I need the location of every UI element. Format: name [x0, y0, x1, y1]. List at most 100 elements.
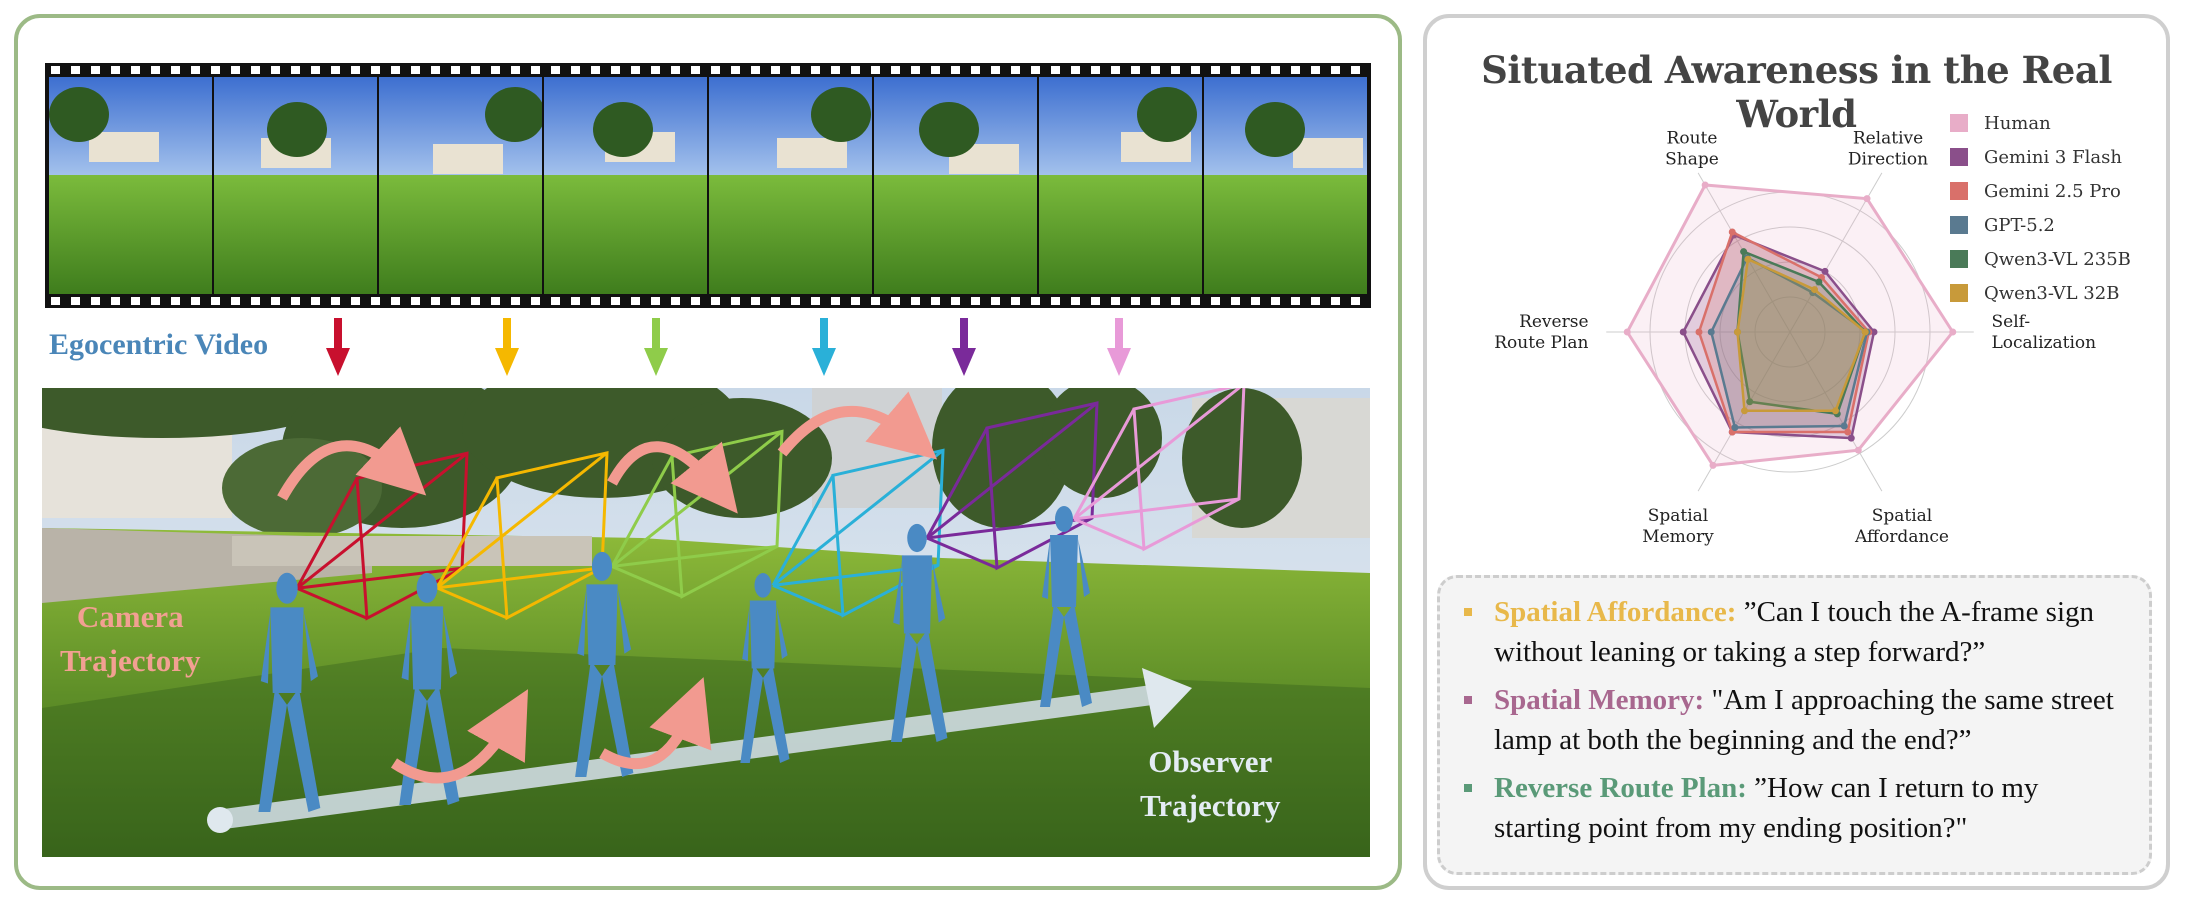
sprocket-hole	[311, 297, 320, 305]
human-figure	[740, 573, 790, 763]
sprocket-hole	[511, 297, 520, 305]
sprocket-hole	[451, 66, 460, 74]
sprocket-hole	[1311, 66, 1320, 74]
sprocket-hole	[1191, 297, 1200, 305]
axis-label-line: Reverse	[1519, 312, 1588, 332]
sprocket-hole	[111, 297, 120, 305]
down-arrow-icon	[326, 318, 350, 376]
example-question: Spatial Memory: "Am I approaching the sa…	[1464, 680, 2129, 760]
sprocket-hole	[491, 66, 500, 74]
sprocket-hole	[411, 297, 420, 305]
question-text: ”Can I touch the A-frame sign without le…	[1494, 596, 2095, 668]
sprocket-hole	[851, 66, 860, 74]
sprocket-hole	[1051, 297, 1060, 305]
sprocket-hole	[131, 66, 140, 74]
scene-image	[42, 388, 1370, 857]
example-question: Spatial Affordance: ”Can I touch the A-f…	[1464, 592, 2129, 672]
sprocket-hole	[1271, 66, 1280, 74]
question-category: Reverse Route Plan:	[1494, 772, 1747, 804]
legend-swatch	[1950, 114, 1968, 132]
sprocket-hole	[931, 66, 940, 74]
axis-label-line: Direction	[1848, 149, 1928, 169]
observer-trajectory-label-line: Observer	[1148, 744, 1273, 779]
sprocket-hole	[531, 66, 540, 74]
sprocket-hole	[731, 297, 740, 305]
legend-label: Gemini 2.5 Pro	[1984, 180, 2121, 202]
data-point	[1832, 407, 1839, 415]
down-arrow-icon	[644, 318, 668, 376]
sprocket-hole	[691, 297, 700, 305]
data-point	[1746, 398, 1754, 406]
bullet-icon	[1464, 696, 1472, 704]
legend-item: Qwen3-VL 235B	[1950, 242, 2131, 276]
series-gemini-3-flash	[1679, 231, 1878, 442]
data-point	[1731, 423, 1739, 431]
legend-label: Human	[1984, 112, 2051, 134]
video-frame	[874, 77, 1037, 294]
legend-label: Qwen3-VL 32B	[1984, 282, 2120, 304]
sprocket-hole	[1291, 297, 1300, 305]
sprocket-hole	[171, 66, 180, 74]
sprocket-hole	[1091, 66, 1100, 74]
human-figure	[258, 572, 321, 812]
sprocket-hole	[471, 66, 480, 74]
video-frame	[1039, 77, 1202, 294]
video-frame	[544, 77, 707, 294]
human-figure	[575, 551, 634, 777]
sprocket-hole	[1211, 297, 1220, 305]
axis-label-line: Affordance	[1854, 527, 1949, 547]
axis-label-line: Route	[1667, 128, 1718, 148]
question-category: Spatial Memory:	[1494, 684, 1705, 716]
sprocket-hole	[111, 66, 120, 74]
observer-trajectory-label-line: Trajectory	[1140, 788, 1281, 823]
sprocket-hole	[1031, 66, 1040, 74]
sprocket-hole	[651, 297, 660, 305]
sprocket-hole	[1151, 297, 1160, 305]
video-frame	[214, 77, 377, 294]
building	[812, 388, 942, 508]
sprocket-hole	[691, 66, 700, 74]
sprocket-hole	[331, 297, 340, 305]
sprocket-hole	[251, 297, 260, 305]
sprocket-hole	[811, 297, 820, 305]
axis-label-line: Memory	[1642, 527, 1714, 547]
sprocket-hole	[591, 66, 600, 74]
sprocket-hole	[1291, 66, 1300, 74]
bullet-icon	[1464, 784, 1472, 792]
sprocket-hole	[631, 66, 640, 74]
sprocket-hole	[891, 66, 900, 74]
sprocket-hole	[731, 66, 740, 74]
down-arrow-icon	[495, 318, 519, 376]
video-frame	[1204, 77, 1367, 294]
sprocket-hole	[91, 297, 100, 305]
video-frame	[49, 77, 212, 294]
sprocket-hole	[1231, 66, 1240, 74]
data-point	[1707, 328, 1715, 336]
sprocket-hole	[171, 297, 180, 305]
sprocket-hole	[651, 66, 660, 74]
human-figure	[1040, 506, 1092, 707]
sprocket-hole	[791, 66, 800, 74]
bullet-icon	[1464, 608, 1472, 616]
sprocket-hole	[871, 297, 880, 305]
legend-swatch	[1950, 148, 1968, 166]
sprocket-hole	[1351, 297, 1360, 305]
sprocket-hole	[1331, 297, 1340, 305]
question-category: Spatial Affordance:	[1494, 596, 1737, 628]
sprocket-hole	[211, 297, 220, 305]
sprocket-hole	[1011, 66, 1020, 74]
sprocket-hole	[991, 66, 1000, 74]
sprocket-hole	[771, 297, 780, 305]
legend-item: Gemini 2.5 Pro	[1950, 174, 2131, 208]
legend-item: Qwen3-VL 32B	[1950, 276, 2131, 310]
camera-frustum	[1072, 388, 1246, 552]
question-text: ”How can I return to my starting point f…	[1494, 772, 2039, 844]
axis-label-line: Relative	[1853, 128, 1923, 148]
sprocket-hole	[91, 66, 100, 74]
